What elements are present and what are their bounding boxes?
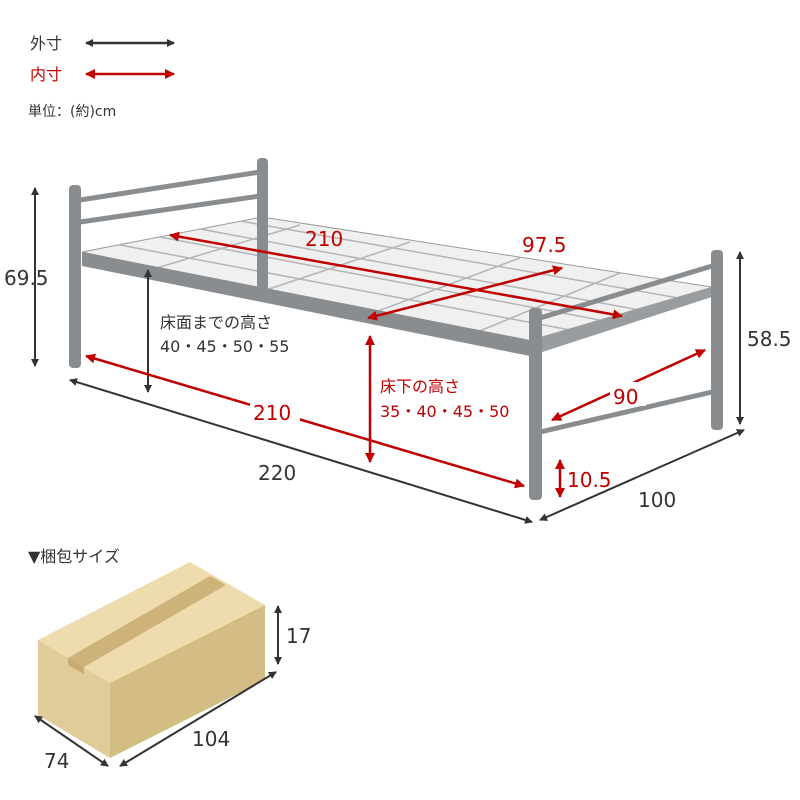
inner-width-foot-label: 90 — [613, 385, 638, 409]
package-height-label: 17 — [286, 624, 311, 648]
package-box — [38, 562, 265, 758]
inner-length-top-label: 210 — [305, 227, 343, 251]
foot-height-label: 58.5 — [747, 327, 792, 351]
inner-width-top-label: 97.5 — [522, 233, 567, 257]
package-width-arrow — [34, 715, 109, 767]
inner-length-bottom-label: 210 — [253, 401, 291, 425]
outer-width-arrow — [539, 429, 745, 521]
leg-clearance-label: 10.5 — [567, 468, 612, 492]
inner-width-top-arrow — [367, 265, 563, 321]
package-width-label: 74 — [44, 749, 69, 773]
legend-inner-label: 内寸 — [30, 65, 62, 84]
floor-height-title: 床面までの高さ — [160, 313, 272, 332]
legend-outer-label: 外寸 — [30, 34, 62, 53]
under-height-title: 床下の高さ — [380, 377, 460, 396]
outer-width-label: 100 — [638, 488, 676, 512]
under-height-values: 35・40・45・50 — [380, 402, 509, 421]
package-length-arrow — [119, 671, 277, 767]
unit-label: 単位：(約)cm — [28, 104, 116, 120]
package-length-label: 104 — [192, 727, 230, 751]
floor-height-values: 40・45・50・55 — [160, 337, 289, 356]
head-height-label: 69.5 — [4, 266, 49, 290]
inner-length-bottom-arrow — [85, 353, 525, 489]
outer-length-label: 220 — [258, 461, 296, 485]
package-title: ▼梱包サイズ — [28, 547, 120, 566]
